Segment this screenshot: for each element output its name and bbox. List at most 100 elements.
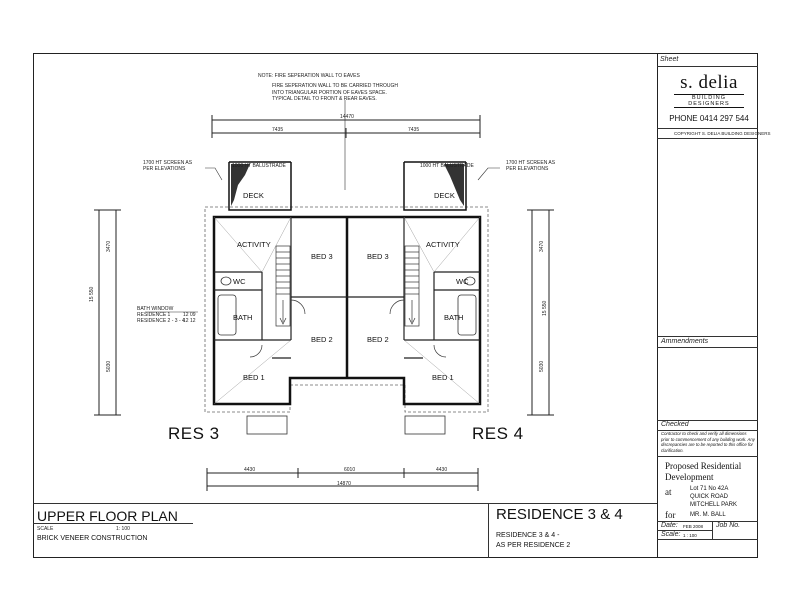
bottom-rule xyxy=(33,503,657,504)
tb-divider xyxy=(657,530,712,531)
room-bed2-right: BED 2 xyxy=(367,335,389,344)
bathtub-right xyxy=(457,294,477,336)
residence-heading: RESIDENCE 3 & 4 xyxy=(496,506,623,523)
screen-note-line: PER ELEVATIONS xyxy=(506,166,549,172)
deck-right-outline xyxy=(403,162,467,211)
dim-overall-bottom: 14870 xyxy=(337,481,351,487)
toilet-left xyxy=(220,276,232,286)
sheet-label: Sheet xyxy=(660,56,679,63)
job-label: Job No. xyxy=(716,522,741,529)
door-swing xyxy=(389,299,405,315)
scale-caption-value: 1: 100 xyxy=(116,526,130,532)
dim-right-half: 7435 xyxy=(408,127,420,133)
tb-divider xyxy=(657,430,758,431)
stairs-left xyxy=(275,245,291,327)
residence-line-1: RESIDENCE 3 & 4 - xyxy=(496,532,560,539)
address-line: QUICK ROAD xyxy=(690,494,729,500)
dim-right-vertical: 15 550 xyxy=(542,300,548,316)
dim-v-top-left: 3470 xyxy=(106,240,112,252)
company-logo: s. delia BUILDING DESIGNERS PHONE 0414 2… xyxy=(668,72,750,126)
fire-note-body: FIRE SEPERATION WALL TO BE CARRIED THROU… xyxy=(272,83,398,103)
dim-bottom-mid: 6010 xyxy=(344,467,356,473)
deck-hatch-right xyxy=(444,164,464,206)
date-value: FEB 2008 xyxy=(683,524,704,529)
address-block: Lot 71 No 42A QUICK ROAD MITCHELL PARK xyxy=(690,485,737,509)
room-bed3-right: BED 3 xyxy=(367,252,389,261)
room-activity-right: ACTIVITY xyxy=(426,240,460,249)
fire-note-title: NOTE: FIRE SEPERATION WALL TO EAVES xyxy=(258,73,360,79)
tb-divider xyxy=(657,336,758,337)
scale-caption: SCALE xyxy=(37,526,54,532)
project-line-2: Development xyxy=(665,472,714,482)
tb-vdivider xyxy=(712,521,713,539)
toilet-right xyxy=(464,276,476,286)
address-line: MITCHELL PARK xyxy=(690,502,738,508)
stairs-right xyxy=(404,245,420,327)
leader-line xyxy=(205,167,223,181)
plan-title: UPPER FLOOR PLAN xyxy=(37,508,178,524)
tb-divider xyxy=(657,420,758,421)
sheet-border xyxy=(33,53,758,558)
porch-left xyxy=(246,415,288,435)
company-name: s. delia xyxy=(680,72,738,93)
leader-line xyxy=(477,167,500,181)
bath-window-line: RESIDENCE 2 - 3 - 4 xyxy=(137,318,185,324)
balustrade-left-label: 1000 HT BALUSTRADE xyxy=(232,163,286,169)
balustrade-right-label: 1000 HT BALUSTRADE xyxy=(420,163,474,169)
external-wall xyxy=(212,215,482,406)
tb-divider xyxy=(657,66,758,67)
dim-v-top-right: 3470 xyxy=(539,240,545,252)
deck-left-outline xyxy=(228,162,292,211)
date-label: Date: xyxy=(661,522,678,529)
client-name: MR. M. BALL xyxy=(690,512,726,518)
screen-note-line: 1700 HT SCREEN AS xyxy=(506,160,556,166)
room-deck-left: DECK xyxy=(243,191,264,200)
bathtub-left xyxy=(217,294,237,336)
at-label: at xyxy=(665,487,672,497)
dim-left-half: 7435 xyxy=(272,127,284,133)
construction-text: BRICK VENEER CONSTRUCTION xyxy=(37,535,148,542)
room-activity-left: ACTIVITY xyxy=(237,240,271,249)
room-bed1-right: BED 1 xyxy=(432,373,454,382)
dim-bottom-left: 4430 xyxy=(244,467,256,473)
room-bed3-left: BED 3 xyxy=(311,252,333,261)
tb-divider xyxy=(657,521,758,522)
screen-note-line: PER ELEVATIONS xyxy=(143,166,186,172)
room-wc-right: WC xyxy=(456,277,469,286)
bath-window-value: 12 12 xyxy=(183,318,196,324)
tb-divider xyxy=(657,347,758,348)
fire-note-line: FIRE SEPERATION WALL TO BE CARRIED THROU… xyxy=(272,83,398,89)
residence-line-2: AS PER RESIDENCE 2 xyxy=(496,542,571,549)
company-tagline: BUILDING DESIGNERS xyxy=(674,94,744,108)
dim-v-bot-left: 5030 xyxy=(106,360,112,372)
amendments-label: Ammendments xyxy=(661,338,709,345)
company-phone: PHONE 0414 297 544 xyxy=(669,114,749,123)
res-3-label: RES 3 xyxy=(168,424,220,443)
bath-window-note: BATH WINDOW RESIDENCE 1 RESIDENCE 2 - 3 … xyxy=(137,306,185,324)
dim-bottom-right: 4430 xyxy=(436,467,448,473)
screen-note-right: 1700 HT SCREEN AS PER ELEVATIONS xyxy=(506,160,555,172)
door-swing xyxy=(290,299,306,315)
bath-window-line: RESIDENCE 1 xyxy=(137,312,171,318)
copyright-text: COPYRIGHT S. DELIA BUILDING DESIGNERS xyxy=(674,131,771,136)
room-bed2-left: BED 2 xyxy=(311,335,333,344)
door-swing xyxy=(433,344,447,358)
fire-note-line: TYPICAL DETAIL TO FRONT & REAR EAVES. xyxy=(272,96,377,102)
tb-divider xyxy=(657,128,758,129)
for-label: for xyxy=(665,510,676,520)
title-block-column xyxy=(657,53,758,558)
deck-hatch-left xyxy=(231,164,250,206)
bottom-divider xyxy=(488,503,489,558)
porch-right xyxy=(404,415,446,435)
tb-divider xyxy=(657,456,758,457)
screen-note-line: 1700 HT SCREEN AS xyxy=(143,160,193,166)
fire-note-line: INTO TRIANGULAR PORTION OF EAVES SPACE. xyxy=(272,89,387,96)
tb-divider xyxy=(657,138,758,139)
scale-label: Scale: xyxy=(661,531,681,538)
room-bath-left: BATH xyxy=(233,313,253,322)
room-bed1-left: BED 1 xyxy=(243,373,265,382)
title-underline xyxy=(33,523,193,524)
room-deck-right: DECK xyxy=(434,191,455,200)
screen-note-left: 1700 HT SCREEN AS PER ELEVATIONS xyxy=(143,160,192,172)
checked-label: Checked xyxy=(661,421,689,428)
